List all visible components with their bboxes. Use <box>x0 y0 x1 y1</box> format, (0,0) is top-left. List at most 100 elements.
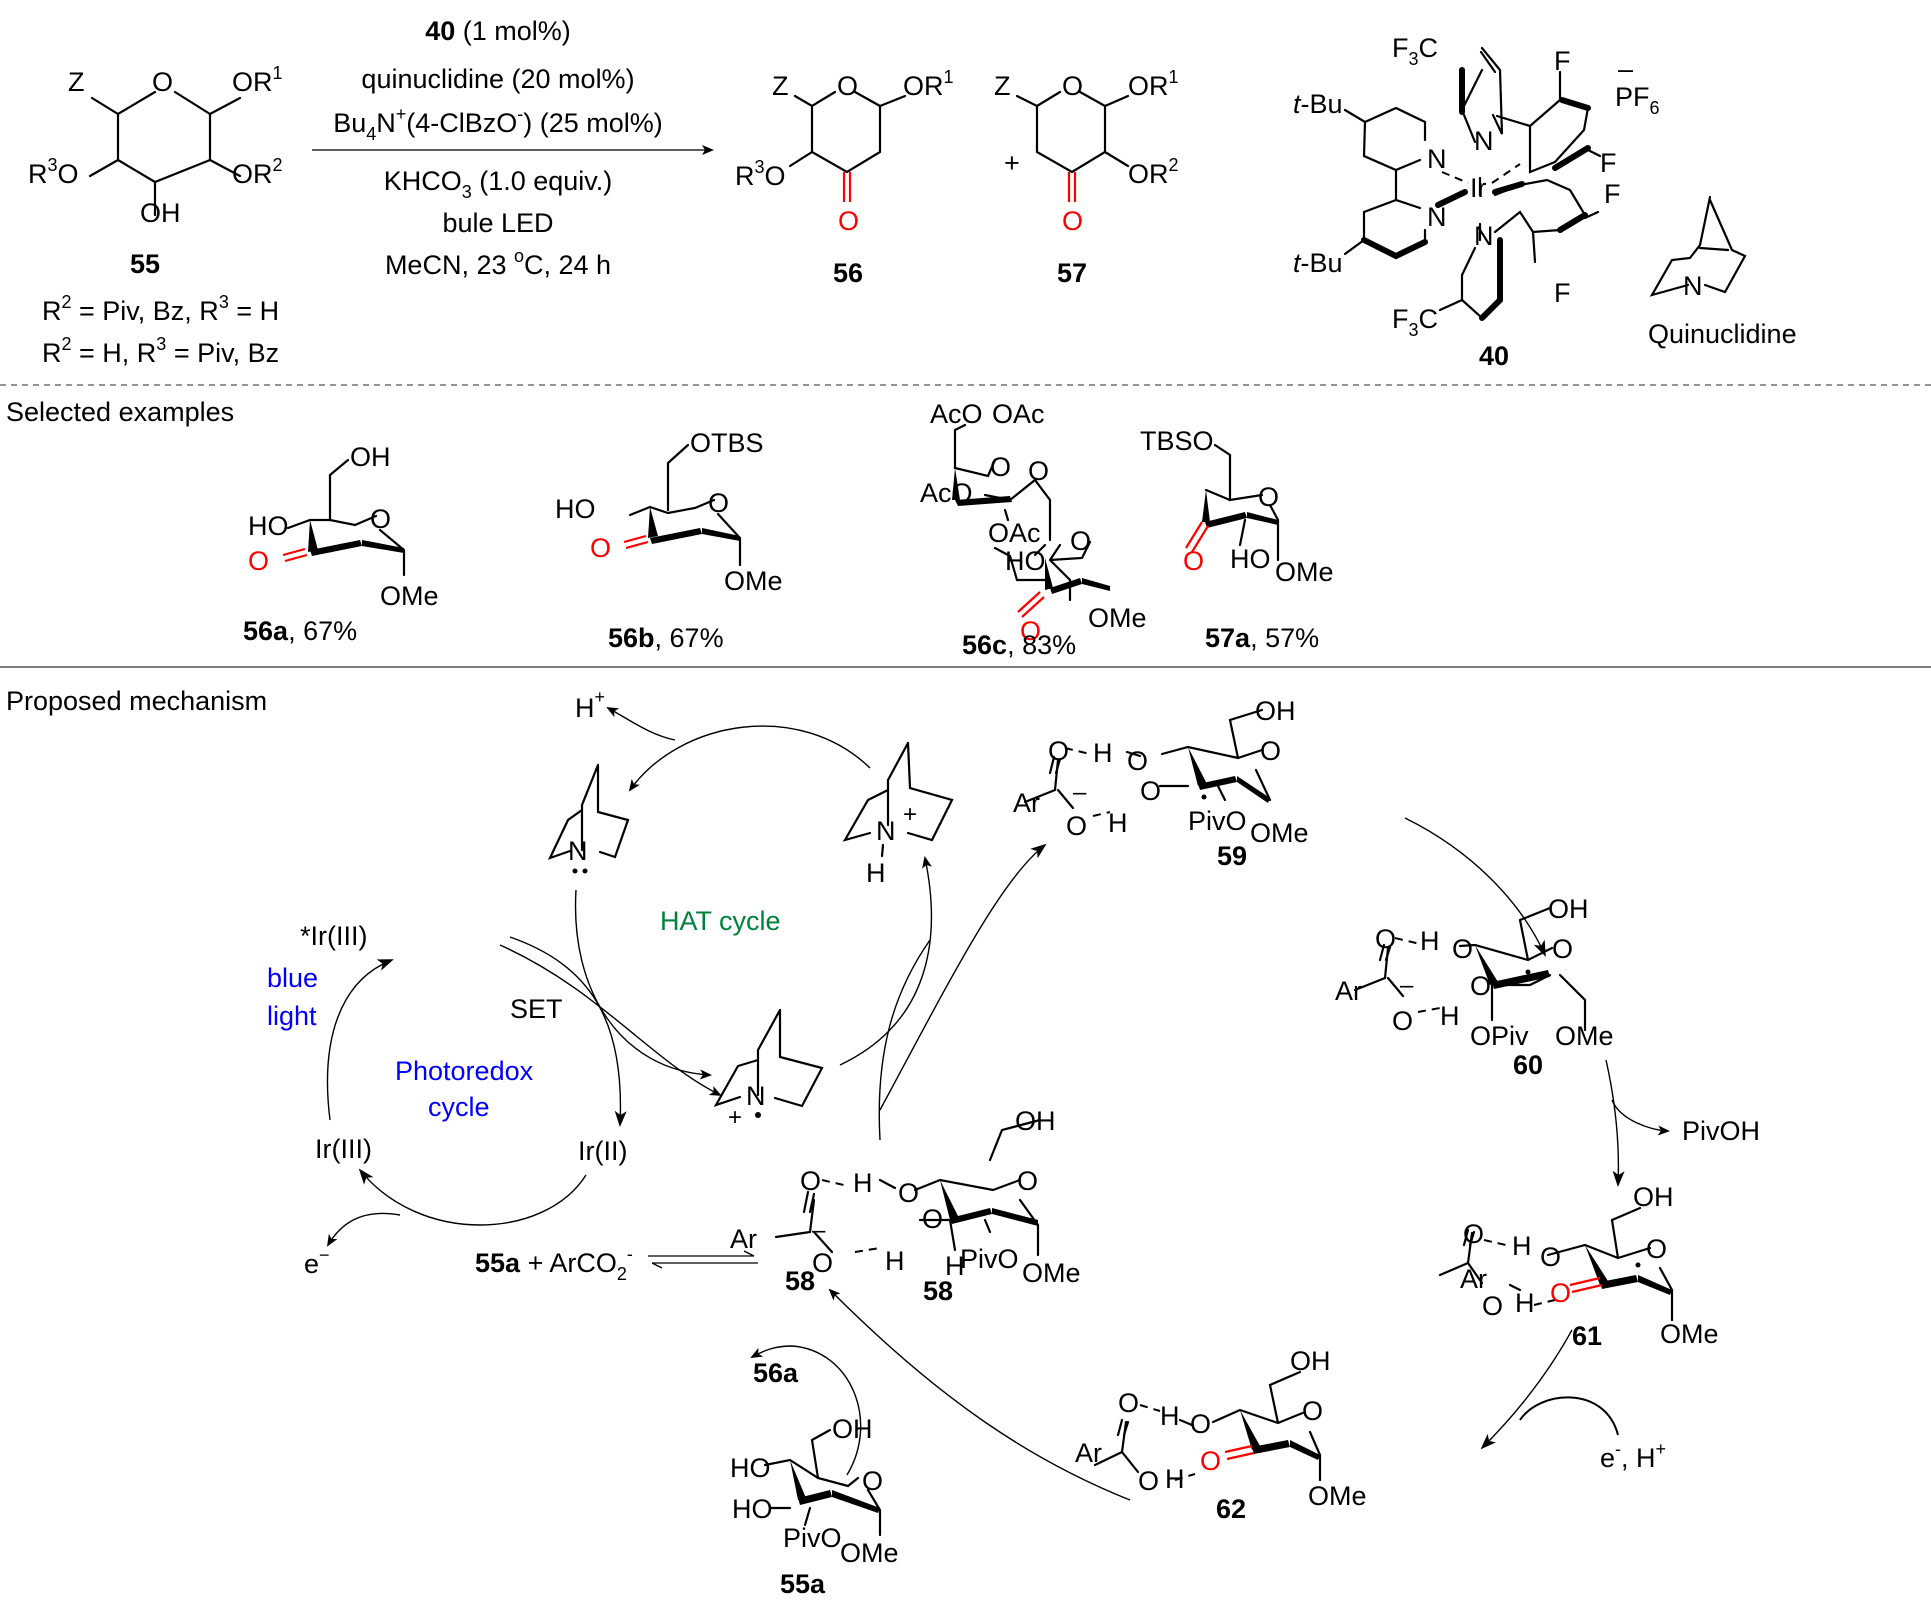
hat-to-59-arrow <box>879 843 1047 1111</box>
ring-oxygen: O <box>1646 1234 1667 1264</box>
ketone-oxygen: O <box>1550 1278 1571 1308</box>
ring-oxygen: O <box>1017 1166 1038 1196</box>
tbu-group-bottom: t-Bu <box>1293 248 1343 278</box>
substituent-definition-2: R2 = H, R3 = Piv, Bz <box>42 334 279 368</box>
hydroxyl-ho: HO <box>1005 546 1046 576</box>
hydroxyl-o-4: O <box>1540 1242 1561 1272</box>
pivaloyloxy: PivO <box>960 1244 1019 1274</box>
hat-cycle-arrow-right <box>839 856 933 1066</box>
compound-label-58: 58 <box>923 1276 953 1306</box>
radical-dot <box>1201 794 1207 800</box>
ring-oxygen: O <box>1260 736 1281 766</box>
compound-label-60: 60 <box>1513 1050 1543 1080</box>
compound-label-40: 40 <box>1479 341 1509 371</box>
glycosidic-oxygen: O <box>1028 456 1049 486</box>
or2-label: OR2 <box>1128 155 1179 189</box>
pivaloyloxy: PivO <box>783 1523 842 1553</box>
compound-label-55a: 55a <box>780 1569 826 1599</box>
hydroxyl-label: OH <box>140 198 181 228</box>
aryl-group: Ar <box>1075 1438 1102 1468</box>
acetoxy-1: AcO <box>930 399 983 429</box>
intermediate-62: O Ar O H H O O O OH OMe 62 <box>1075 1346 1367 1524</box>
methoxy: OMe <box>1250 818 1309 848</box>
carboxylic-h: H <box>1515 1288 1535 1318</box>
ring-oxygen-2: O <box>1070 526 1091 556</box>
example-57a: TBSO O O HO OMe 57a, 57% <box>1140 426 1334 653</box>
ketone-oxygen: O <box>1062 206 1083 236</box>
methoxy: OMe <box>724 566 783 596</box>
otbs-group: OTBS <box>690 428 764 458</box>
quinuclidine-free-base: N <box>547 763 630 874</box>
plus-sign: + <box>1004 148 1020 178</box>
product-56a-released: 56a <box>753 1358 799 1388</box>
carboxylate-charge: – <box>812 1217 826 1244</box>
radical-dot <box>1635 1262 1641 1268</box>
radical-cation-n: N <box>746 1081 766 1111</box>
bipyridine-n-2: N <box>1427 202 1447 232</box>
compound-label-61: 61 <box>1572 1321 1602 1351</box>
c3-hydrogen: H <box>945 1251 965 1281</box>
intermediate-61: O Ar O H H O O O OH OMe 61 <box>1438 1182 1719 1351</box>
set-to-radical-arrow <box>499 944 722 1096</box>
hydroxyl-ho-3: HO <box>732 1494 773 1524</box>
ring-oxygen: O <box>152 67 173 97</box>
hydroxyl-o-3: O <box>922 1204 943 1234</box>
methoxy: OMe <box>1275 557 1334 587</box>
hydrogen-bond-h-2: H <box>1440 1001 1460 1031</box>
substituent-z: Z <box>68 67 85 97</box>
carboxylic-o-2: O <box>1482 1291 1503 1321</box>
substituent-z: Z <box>772 71 789 101</box>
selected-examples-heading: Selected examples <box>6 397 234 427</box>
quinuclidine-radical-cation: N + <box>713 1008 824 1131</box>
reaction-conditions: 40 (1 mol%) quinuclidine (20 mol%) Bu4N+… <box>312 16 714 280</box>
hydroxyl-o-4: O <box>1127 746 1148 776</box>
carboxylic-h: H <box>1165 1464 1185 1494</box>
example-caption-57a: 57a, 57% <box>1205 623 1319 653</box>
radical-dot <box>755 1112 761 1118</box>
carboxylate-o-2: O <box>1066 811 1087 841</box>
example-caption-56b: 56b, 67% <box>608 623 724 653</box>
ketone-oxygen: O <box>1183 546 1204 576</box>
iridium-ii: Ir(II) <box>578 1136 627 1166</box>
arrow-59-to-60 <box>1404 817 1546 957</box>
pyridine-n-top: N <box>1474 126 1494 156</box>
compound-label-58-ref: 58 <box>785 1266 815 1296</box>
photoredox-label-2: cycle <box>428 1092 490 1122</box>
condition-base: KHCO3 (1.0 equiv.) <box>384 166 613 202</box>
compound-label-55: 55 <box>130 249 160 279</box>
hydroxyl-ho: HO <box>1230 544 1271 574</box>
pivaloyloxy: PivO <box>1188 806 1247 836</box>
example-56b: OTBS HO O O OMe 56b, 67% <box>555 428 783 653</box>
methoxy: OMe <box>840 1538 899 1568</box>
ring-oxygen: O <box>1258 482 1279 512</box>
reactant-55: Z O OR1 R3O OR2 OH 55 R2 = Piv, Bz, R3 =… <box>28 63 283 368</box>
proton-released: H+ <box>575 687 605 723</box>
iridium-iii: Ir(III) <box>315 1134 372 1164</box>
example-caption-56c: 56c, 83% <box>962 630 1076 660</box>
hydroxymethyl-oh: OH <box>832 1414 873 1444</box>
quinuclidinium-cation: N + H <box>842 741 954 888</box>
ring-oxygen: O <box>1302 1396 1323 1426</box>
hydroxyl-o-4: O <box>898 1178 919 1208</box>
electron-release-arrow <box>326 1212 401 1247</box>
hat-cycle-arrow-top <box>628 725 871 792</box>
ring-oxygen: O <box>862 1466 883 1496</box>
photoexcitation-arrow <box>326 959 394 1121</box>
tbso-group: TBSO <box>1140 426 1214 456</box>
hydroxyl-o-3: O <box>1140 776 1161 806</box>
product-57: Z O OR1 OR2 O 57 <box>994 67 1179 288</box>
carboxylate-o-2: O <box>1392 1006 1413 1036</box>
intermediate-59: O Ar O – H H O O O OH PivO OMe 59 <box>1013 696 1309 871</box>
substituent-z: Z <box>994 71 1011 101</box>
r3o-label: R3O <box>735 157 786 191</box>
quinuclidinium-charge: + <box>903 801 917 828</box>
ring-oxygen: O <box>1552 934 1573 964</box>
iridium-excited-state: *Ir(III) <box>300 921 368 951</box>
hydrogen-bond-h-2: H <box>1108 808 1128 838</box>
ketone-oxygen: O <box>590 533 611 563</box>
mechanism-heading: Proposed mechanism <box>6 686 267 716</box>
hydroxymethyl-oh: OH <box>1290 1346 1331 1376</box>
methoxy: OMe <box>1308 1481 1367 1511</box>
or1-label: OR1 <box>903 67 954 101</box>
